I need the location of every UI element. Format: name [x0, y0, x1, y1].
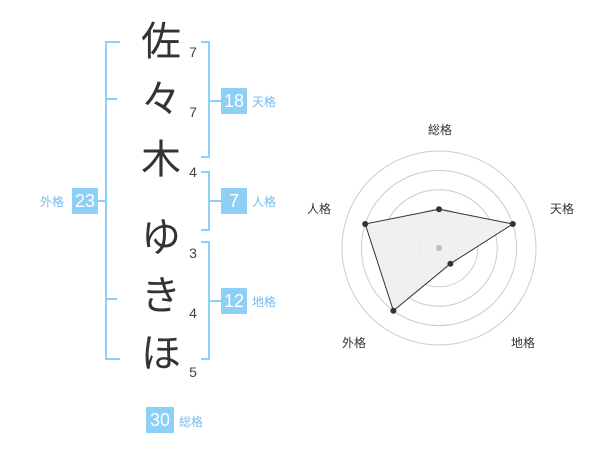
- radar-point: [447, 260, 454, 267]
- radar-grid-ring: [341, 150, 537, 346]
- stroke-count-3: 4: [189, 164, 197, 180]
- radar-label-chikaku: 地格: [511, 336, 536, 350]
- stroke-count-5: 4: [189, 305, 197, 321]
- radar-points: [362, 206, 516, 314]
- gaikaku-badge: 23: [72, 188, 98, 214]
- jinkaku-bracket-bottom: [201, 229, 210, 231]
- tenkaku-bracket-top: [201, 41, 210, 43]
- stroke-count-6: 5: [189, 364, 197, 380]
- tenkaku-connector: [208, 100, 222, 102]
- stroke-count-1: 7: [189, 44, 197, 60]
- radar-label-tenkaku: 天格: [550, 202, 575, 216]
- gaikaku-bracket-bottom: [105, 358, 120, 360]
- name-char-2: 々: [141, 77, 181, 123]
- tenkaku-badge: 18: [221, 88, 247, 114]
- chikaku-label: 地格: [252, 295, 277, 309]
- radar-label-soukaku: 総格: [428, 123, 453, 137]
- gaikaku-tick-2: [105, 298, 117, 300]
- tenkaku-bracket-vertical: [208, 41, 210, 158]
- radar-score-polygon: [364, 208, 515, 312]
- radar-point: [509, 221, 516, 228]
- gaikaku-bracket-vertical: [105, 41, 107, 360]
- name-char-6: ほ: [141, 331, 181, 377]
- jinkaku-label: 人格: [252, 195, 277, 209]
- radar-grid-ring: [360, 169, 518, 327]
- chikaku-bracket-bottom: [201, 358, 210, 360]
- name-char-4: ゆ: [141, 215, 181, 261]
- chikaku-bracket-top: [201, 241, 210, 243]
- tenkaku-label: 天格: [252, 95, 277, 109]
- soukaku-label: 総格: [179, 415, 204, 429]
- radar-label-jinkaku: 人格: [307, 202, 332, 216]
- jinkaku-bracket-top: [201, 171, 210, 173]
- radar-point: [362, 221, 369, 228]
- jinkaku-connector: [208, 200, 222, 202]
- stroke-count-4: 3: [189, 245, 197, 261]
- radar-point: [436, 206, 442, 213]
- jinkaku-badge: 7: [221, 188, 247, 214]
- gaikaku-connector: [98, 200, 106, 202]
- name-char-5: き: [141, 273, 181, 319]
- name-char-3: 木: [141, 137, 181, 183]
- gaikaku-bracket-top: [105, 41, 120, 43]
- stroke-count-2: 7: [189, 104, 197, 120]
- radar-point: [390, 307, 397, 314]
- gaikaku-label: 外格: [40, 195, 65, 209]
- soukaku-badge: 30: [146, 407, 174, 433]
- tenkaku-bracket-bottom: [201, 156, 210, 158]
- radar-label-gaikaku: 外格: [342, 336, 367, 350]
- chikaku-badge: 12: [221, 288, 247, 314]
- radar-center-dot: [436, 245, 442, 251]
- name-char-1: 佐: [141, 19, 181, 65]
- gaikaku-tick-1: [105, 98, 117, 100]
- chikaku-connector: [208, 300, 222, 302]
